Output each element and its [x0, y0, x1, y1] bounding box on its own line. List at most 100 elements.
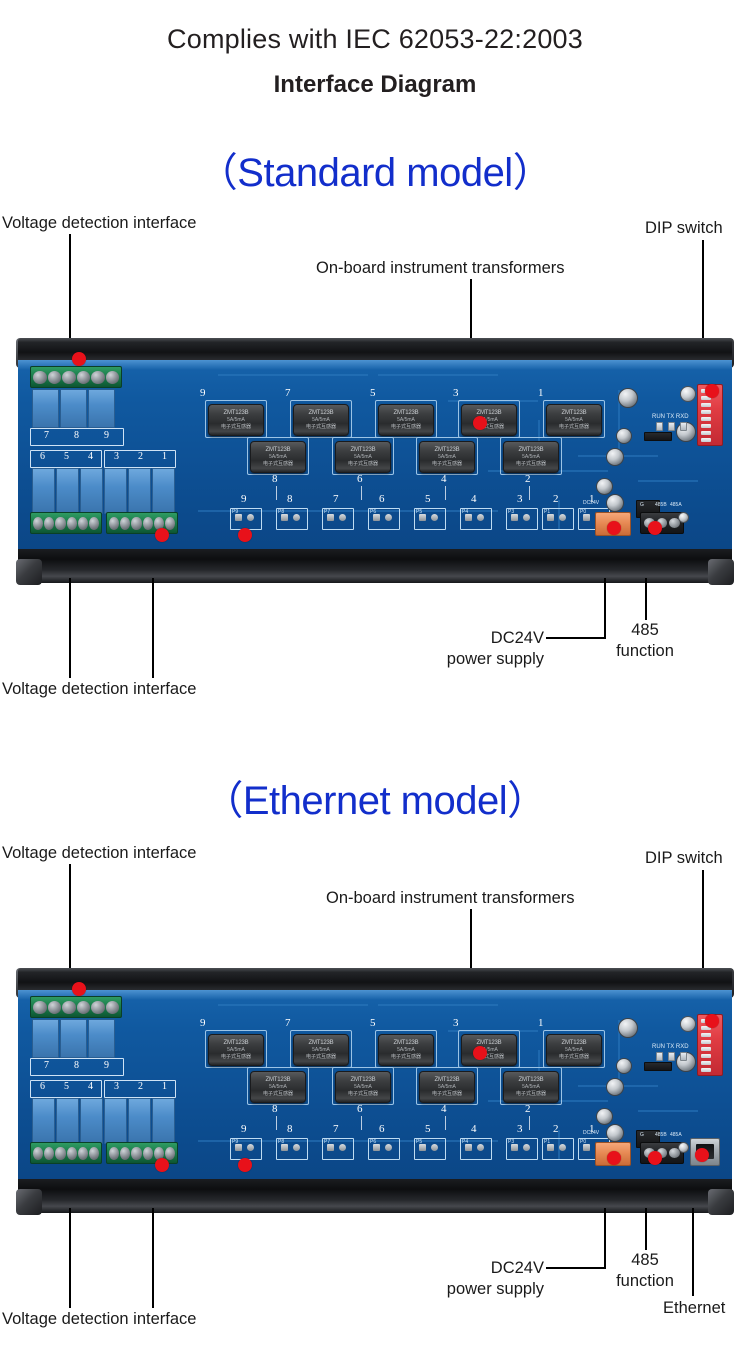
terminal-screw[interactable] [33, 1000, 47, 1014]
dip-switch-toggle[interactable] [701, 438, 711, 442]
test-point[interactable]: P9 [230, 508, 262, 530]
test-point[interactable]: P3 [506, 1138, 538, 1160]
terminal-screw[interactable] [66, 1146, 77, 1160]
terminal-screw[interactable] [44, 516, 55, 530]
dip-switch-toggle[interactable] [701, 431, 711, 435]
test-point[interactable]: P6 [368, 1138, 400, 1160]
test-point[interactable]: P6 [368, 508, 400, 530]
terminal-screw[interactable] [142, 1146, 153, 1160]
terminal-screw[interactable] [131, 1146, 142, 1160]
test-point[interactable]: P9 [230, 1138, 262, 1160]
test-point-pad[interactable] [477, 514, 484, 521]
test-point-pad[interactable] [293, 514, 300, 521]
test-point[interactable]: P1 [542, 1138, 574, 1160]
terminal-block-voltage-top[interactable] [30, 366, 122, 388]
dip-switch-toggle[interactable] [701, 1040, 711, 1044]
terminal-screw[interactable] [91, 370, 105, 384]
terminal-screw[interactable] [120, 1146, 131, 1160]
test-point[interactable]: P5 [414, 508, 446, 530]
test-point-pad[interactable] [477, 1144, 484, 1151]
dip-switch-toggle[interactable] [701, 1054, 711, 1058]
test-point[interactable]: P4 [460, 1138, 492, 1160]
test-point-pad[interactable] [281, 1144, 288, 1151]
terminal-screw[interactable] [131, 516, 142, 530]
ethernet-rj45-port[interactable] [690, 1138, 720, 1166]
test-point[interactable]: P7 [322, 1138, 354, 1160]
dip-switch-toggle[interactable] [701, 403, 711, 407]
dip-switch-toggle[interactable] [701, 1061, 711, 1065]
dip-switch-toggle[interactable] [701, 1033, 711, 1037]
terminal-screw[interactable] [55, 1146, 66, 1160]
test-point-pad[interactable] [547, 514, 554, 521]
terminal-block-voltage-bottom-left[interactable] [30, 512, 102, 534]
test-point-pad[interactable] [247, 514, 254, 521]
test-point-pad[interactable] [419, 514, 426, 521]
test-point-pad[interactable] [339, 1144, 346, 1151]
terminal-screw[interactable] [33, 370, 47, 384]
terminal-screw[interactable] [66, 516, 77, 530]
test-point[interactable]: P8 [276, 508, 308, 530]
test-point-pad[interactable] [511, 514, 518, 521]
test-point-pad[interactable] [523, 514, 530, 521]
test-point-pad[interactable] [511, 1144, 518, 1151]
terminal-screw[interactable] [120, 516, 131, 530]
test-point-pad[interactable] [235, 514, 242, 521]
terminal-screw[interactable] [88, 1146, 100, 1160]
test-point-pad[interactable] [559, 514, 566, 521]
test-point[interactable]: P1 [542, 508, 574, 530]
test-point-pad[interactable] [339, 514, 346, 521]
rs485-screw[interactable] [656, 1148, 668, 1158]
terminal-screw[interactable] [109, 516, 120, 530]
dip-switch-toggle[interactable] [701, 1068, 711, 1072]
terminal-screw[interactable] [105, 370, 119, 384]
test-point[interactable]: P7 [322, 508, 354, 530]
terminal-screw[interactable] [105, 1000, 119, 1014]
terminal-screw[interactable] [153, 516, 164, 530]
terminal-screw[interactable] [164, 516, 176, 530]
terminal-screw[interactable] [62, 1000, 76, 1014]
test-point-pad[interactable] [281, 514, 288, 521]
dip-switch[interactable] [697, 1014, 723, 1076]
test-point[interactable]: P3 [506, 508, 538, 530]
dip-switch-toggle[interactable] [701, 424, 711, 428]
test-point-pad[interactable] [373, 1144, 380, 1151]
terminal-screw[interactable] [77, 1146, 88, 1160]
terminal-screw[interactable] [164, 1146, 176, 1160]
test-point-pad[interactable] [373, 514, 380, 521]
test-point-pad[interactable] [327, 514, 334, 521]
terminal-screw[interactable] [33, 516, 44, 530]
test-point-pad[interactable] [235, 1144, 242, 1151]
test-point-pad[interactable] [431, 1144, 438, 1151]
terminal-screw[interactable] [153, 1146, 164, 1160]
terminal-screw[interactable] [44, 1146, 55, 1160]
rs485-screw[interactable] [669, 518, 681, 528]
test-point[interactable]: P5 [414, 1138, 446, 1160]
test-point-pad[interactable] [547, 1144, 554, 1151]
test-point-pad[interactable] [293, 1144, 300, 1151]
test-point-pad[interactable] [465, 514, 472, 521]
test-point[interactable]: P4 [460, 508, 492, 530]
test-point-pad[interactable] [523, 1144, 530, 1151]
dip-switch-toggle[interactable] [701, 410, 711, 414]
terminal-screw[interactable] [109, 1146, 120, 1160]
terminal-screw[interactable] [77, 516, 88, 530]
terminal-screw[interactable] [47, 1000, 61, 1014]
test-point-pad[interactable] [385, 514, 392, 521]
test-point-pad[interactable] [583, 1144, 590, 1151]
dip-switch-toggle[interactable] [701, 1047, 711, 1051]
test-point[interactable]: P8 [276, 1138, 308, 1160]
terminal-block-voltage-bottom-left[interactable] [30, 1142, 102, 1164]
terminal-screw[interactable] [62, 370, 76, 384]
test-point-pad[interactable] [419, 1144, 426, 1151]
test-point-pad[interactable] [559, 1144, 566, 1151]
test-point-pad[interactable] [431, 514, 438, 521]
terminal-screw[interactable] [33, 1146, 44, 1160]
dip-switch-toggle[interactable] [701, 417, 711, 421]
terminal-screw[interactable] [47, 370, 61, 384]
terminal-screw[interactable] [142, 516, 153, 530]
dip-switch-toggle[interactable] [701, 396, 711, 400]
rs485-screw[interactable] [656, 518, 668, 528]
test-point-pad[interactable] [385, 1144, 392, 1151]
terminal-screw[interactable] [76, 370, 90, 384]
terminal-block-voltage-top[interactable] [30, 996, 122, 1018]
